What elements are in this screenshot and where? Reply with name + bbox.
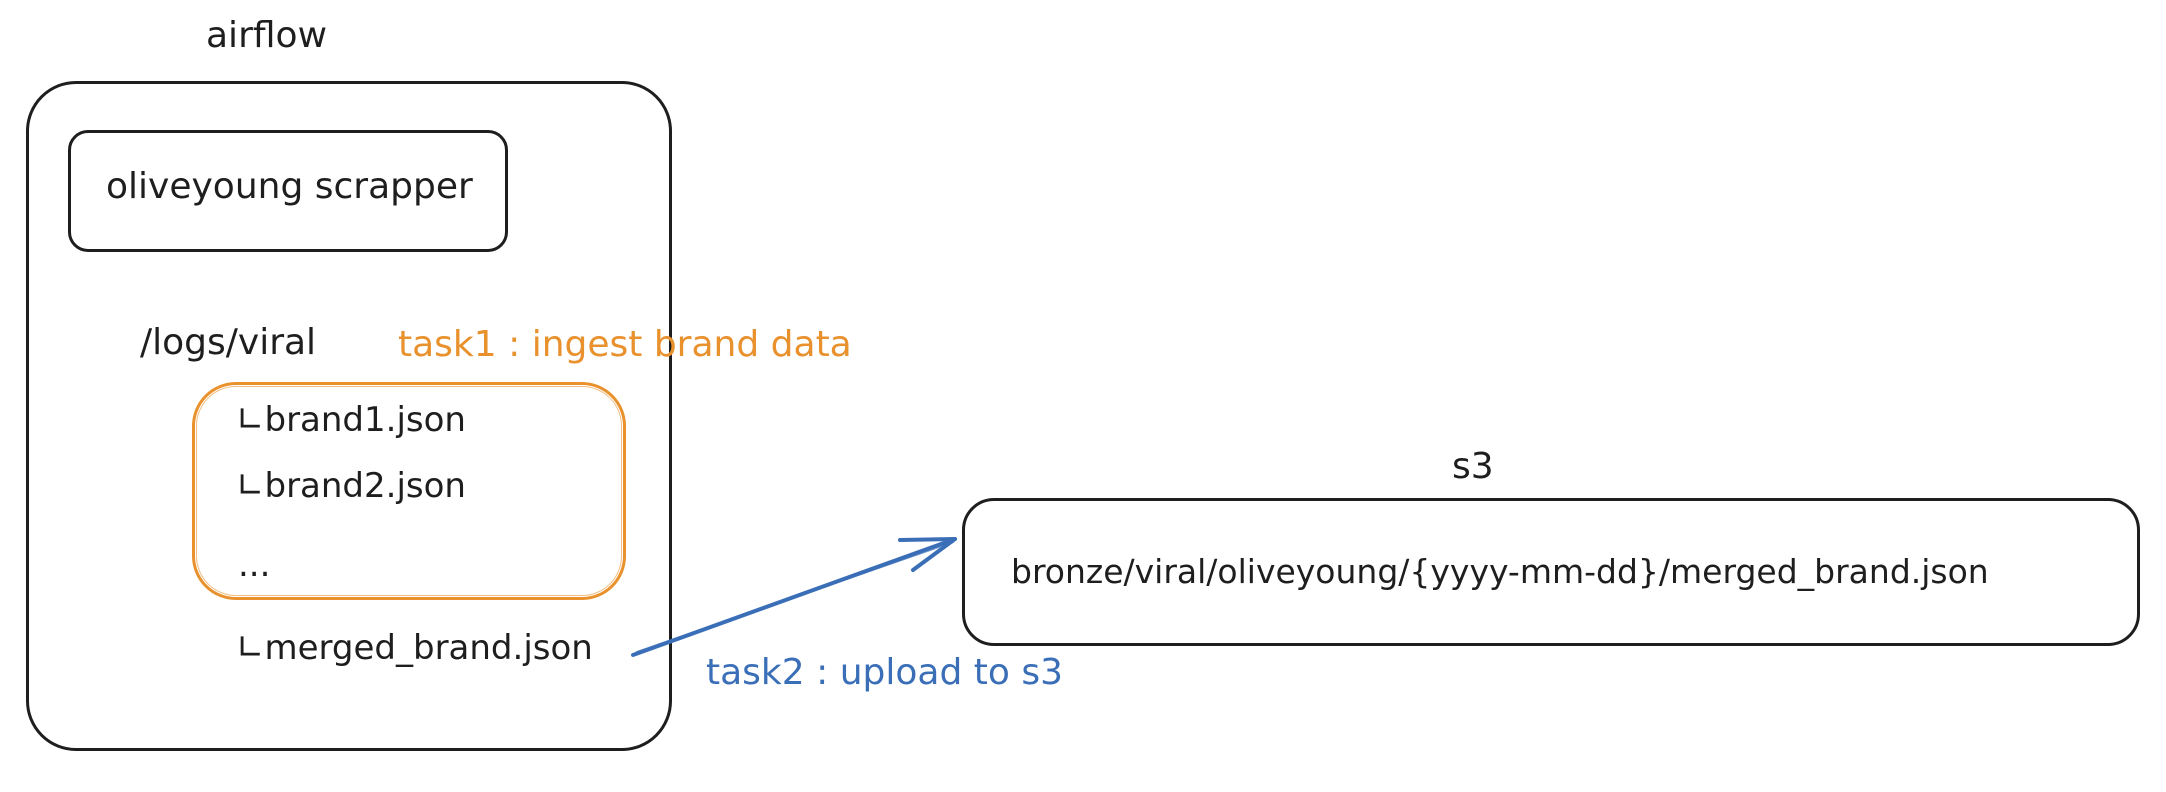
task1-box-outline: [196, 386, 622, 596]
task1-label: task1 : ingest brand data: [398, 324, 852, 365]
scrapper-label: oliveyoung scrapper: [106, 166, 473, 207]
airflow-container: [26, 81, 672, 751]
upload-arrow-head: [898, 537, 957, 572]
s3-path: bronze/viral/oliveyoung/{yyyy-mm-dd}/mer…: [1011, 552, 1989, 591]
scrapper-box: oliveyoung scrapper: [68, 130, 508, 252]
airflow-title: airflow: [206, 15, 328, 56]
file-item-brand2: ∟brand2.json: [236, 466, 466, 506]
task1-box: [192, 382, 626, 600]
upload-arrow-line: [631, 537, 957, 657]
logs-path: /logs/viral: [140, 322, 317, 363]
file-item-brand1: ∟brand1.json: [236, 400, 466, 440]
task2-label: task2 : upload to s3: [706, 652, 1063, 693]
s3-box: bronze/viral/oliveyoung/{yyyy-mm-dd}/mer…: [962, 498, 2140, 646]
s3-title: s3: [1452, 446, 1494, 487]
upload-arrow-line-2: [636, 541, 954, 653]
merged-file: ∟merged_brand.json: [236, 628, 593, 668]
file-item-ellipsis: ...: [238, 545, 271, 585]
